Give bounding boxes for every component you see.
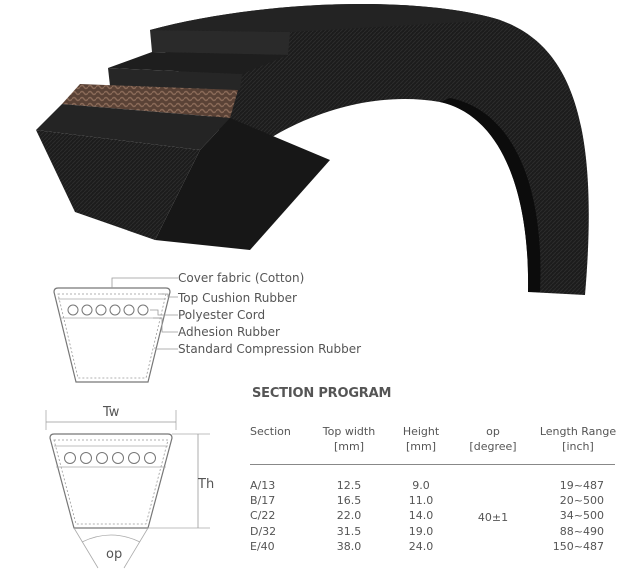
table-cell-top-width: 16.5 xyxy=(336,494,362,507)
table-cell-height: 24.0 xyxy=(408,540,434,553)
table-cell-length: 88~490 xyxy=(559,525,604,538)
table-cell-section: D/32 xyxy=(250,525,277,538)
top-width-label: Tw xyxy=(103,405,120,420)
table-cell-height: 14.0 xyxy=(408,509,434,522)
table-cell-height: 11.0 xyxy=(408,494,434,507)
angle-label: op xyxy=(106,547,123,562)
table-cell-top-width: 12.5 xyxy=(336,479,362,492)
table-cell-top-width: 38.0 xyxy=(336,540,362,553)
table-cell-section: E/40 xyxy=(250,540,275,553)
legend-top-cushion-rubber: Top Cushion Rubber xyxy=(178,291,297,305)
legend-adhesion-rubber: Adhesion Rubber xyxy=(178,325,280,339)
header-top-width: Top width[mm] xyxy=(322,425,376,453)
v-belt-illustration xyxy=(36,3,589,296)
table-cell-section: A/13 xyxy=(250,479,276,492)
table-cell-height: 9.0 xyxy=(412,479,430,492)
cross-section-diagram xyxy=(53,277,178,383)
legend-compression-rubber: Standard Compression Rubber xyxy=(178,342,362,356)
table-cell-top-width: 22.0 xyxy=(336,509,362,522)
table-cell-length: 19~487 xyxy=(559,479,604,492)
header-angle: op[degree] xyxy=(469,425,517,453)
table-cell-section: C/22 xyxy=(250,509,276,522)
legend-polyester-cord: Polyester Cord xyxy=(178,308,266,322)
table-cell-length: 150~487 xyxy=(552,540,604,553)
section-program-title: SECTION PROGRAM xyxy=(252,386,392,401)
table-cell-height: 19.0 xyxy=(408,525,434,538)
height-label: Th xyxy=(198,477,215,492)
header-height: Height[mm] xyxy=(402,425,440,453)
table-cell-angle: 40±1 xyxy=(477,511,509,524)
dimension-diagram xyxy=(45,410,210,569)
table-cell-top-width: 31.5 xyxy=(336,525,362,538)
header-length-range: Length Range[inch] xyxy=(539,425,617,453)
header-section: Section xyxy=(250,425,291,438)
legend-cover-fabric: Cover fabric (Cotton) xyxy=(178,271,305,285)
table-cell-section: B/17 xyxy=(250,494,276,507)
table-cell-length: 20~500 xyxy=(559,494,604,507)
table-header-rule xyxy=(250,464,615,465)
table-cell-length: 34~500 xyxy=(559,509,604,522)
